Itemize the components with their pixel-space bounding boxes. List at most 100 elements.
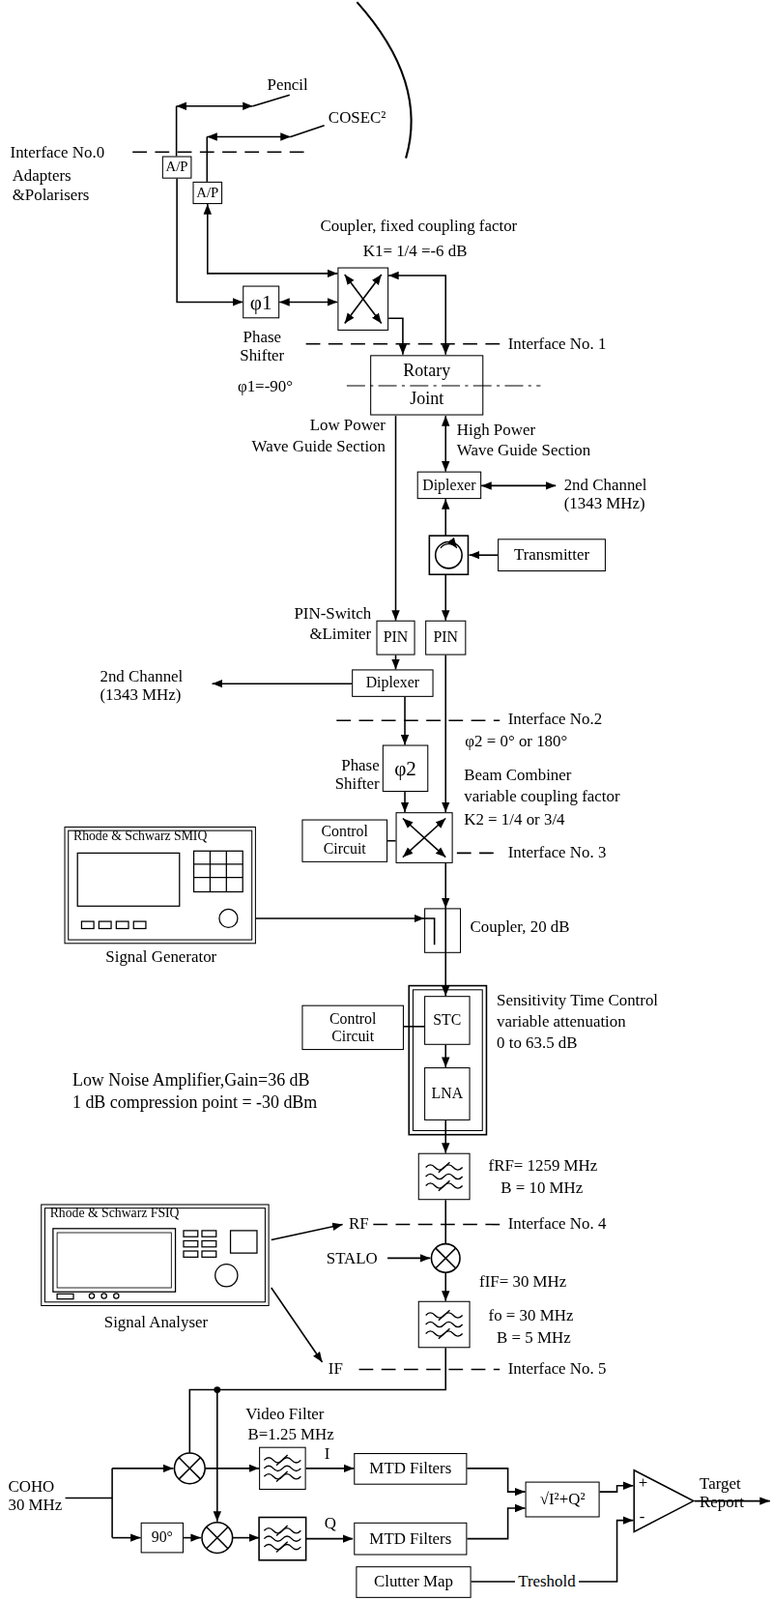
annotation-label: Wave Guide Section — [232, 436, 386, 456]
instrument-panel — [194, 876, 244, 878]
signal-arrow — [232, 1536, 259, 1539]
node-text: Diplexer — [422, 476, 476, 494]
node-text: K2 = 1/4 or 3/4 — [463, 809, 628, 829]
instrument-panel — [81, 920, 94, 928]
filter-symbol — [438, 1309, 451, 1320]
signal-line — [395, 655, 398, 670]
mixer-symbol — [435, 1247, 457, 1268]
signal-arrow — [214, 1386, 220, 1392]
annotation-label: Interface No. 3 — [508, 842, 641, 861]
text-holder: STC — [425, 996, 469, 1044]
signal-line — [388, 317, 403, 354]
circulator-symbol — [428, 535, 468, 574]
signal-arrow — [111, 1467, 114, 1538]
text-holder: PIN — [377, 621, 415, 655]
signal-line — [444, 1044, 447, 1067]
annotation-label: Interface No. 5 — [508, 1358, 641, 1377]
circulator-symbol — [435, 541, 462, 568]
node-text: K1= 1/4 =-6 dB — [363, 241, 527, 260]
signal-line — [387, 839, 396, 842]
antenna-reflector — [290, 125, 325, 138]
annotation-label: Interface No.0 — [10, 142, 132, 162]
antenna-reflector — [253, 94, 290, 107]
interface-line — [306, 343, 501, 345]
pin-switch: PIN — [375, 620, 415, 656]
filter-symbol — [438, 1161, 451, 1173]
mixer-symbol — [206, 1526, 229, 1548]
text-holder: Control Circuit — [302, 1005, 402, 1049]
antenna-reflector — [176, 1, 412, 182]
text-holder: PIN — [426, 621, 465, 655]
signal-line — [403, 791, 406, 812]
node-text: Rhode & Schwarz FSIQ — [50, 1205, 255, 1222]
instrument-panel — [98, 920, 112, 928]
pin-switch: PIN — [425, 620, 466, 656]
node-text: A/P — [196, 184, 219, 201]
signal-line — [279, 301, 338, 304]
instrument-panel — [44, 1207, 265, 1302]
directional-coupler: Coupler, 20 dB — [424, 907, 461, 952]
annotation-label: COSEC² — [328, 108, 410, 127]
node-text: Rhode & Schwarz SMIQ — [73, 828, 253, 844]
instrument-panel — [101, 1292, 107, 1298]
coupler-symbol — [344, 274, 382, 324]
text-holder: Diplexer — [352, 669, 432, 695]
annotation-label: Interface No. 1 — [508, 334, 641, 353]
coupler-symbol — [402, 817, 446, 857]
filter-symbol — [276, 1454, 288, 1465]
instrument-panel — [194, 862, 244, 864]
directional-coupler: Coupler, fixed coupling factorK1= 1/4 =-… — [337, 267, 389, 331]
instrument-panel — [201, 1250, 217, 1257]
antenna-reflector — [206, 136, 291, 139]
amplifier-housing — [408, 985, 487, 1135]
signal-line — [306, 1466, 355, 1469]
instrument-panel — [201, 1229, 217, 1236]
transmitter-box: Transmitter — [497, 538, 606, 572]
node-text: Phase Shifter — [226, 327, 298, 366]
signal-line — [444, 862, 447, 908]
signal-arrow — [112, 1466, 173, 1469]
text-holder: φ2 — [383, 745, 428, 791]
interface-line — [372, 1223, 500, 1226]
node-text: Beam Combiner — [463, 766, 648, 785]
signal-line — [444, 655, 447, 813]
node-text: LNA — [431, 1084, 464, 1102]
instrument-panel — [88, 1292, 94, 1298]
phase-shifter: φ1Phase Shifterφ1=-90° — [242, 285, 280, 319]
signal-line — [388, 275, 446, 355]
clutter-map-box: Clutter Map — [355, 1565, 471, 1598]
comparator-outline — [633, 1469, 693, 1532]
annotation-label: Pencil — [267, 75, 329, 94]
bandpass-filter: fo = 30 MHzB = 5 MHz — [418, 1300, 471, 1348]
annotation-label: STALO — [326, 1248, 388, 1267]
node-text: φ2 — [394, 756, 417, 780]
signal-line — [466, 1507, 525, 1539]
annotation-label: 2nd Channel (1343 MHz) — [564, 475, 667, 514]
annotation-label: RF — [348, 1213, 375, 1232]
coupler-symbol — [444, 907, 447, 952]
signal-line — [189, 1346, 446, 1468]
instrument-panel — [201, 1239, 217, 1246]
control-box: Control Circuit — [301, 819, 388, 862]
annotation-label: COHO 30 MHz — [7, 1476, 65, 1515]
node-text: √I²+Q² — [540, 1488, 586, 1508]
annotation-label: Target Report — [699, 1473, 763, 1512]
signal-line — [395, 415, 398, 621]
annotation-label: Adapters — [12, 166, 115, 185]
node-text: Coupler, fixed coupling factor — [319, 216, 627, 235]
node-text: Rotary Joint — [395, 357, 458, 413]
coupler-symbol — [344, 274, 382, 324]
stc-box: STCSensitivity Time Controlvariable atte… — [424, 995, 470, 1045]
node-text: variable attenuation — [496, 1011, 732, 1030]
instrument-panel — [53, 1228, 176, 1291]
node-text: Video Filter — [245, 1403, 378, 1423]
mixer-symbol — [435, 1247, 457, 1268]
text-holder: Control Circuit — [302, 820, 387, 861]
filter-symbol — [258, 1515, 307, 1559]
interface-line — [336, 718, 500, 721]
instrument-panel — [57, 1292, 74, 1298]
filter-symbol — [276, 1524, 288, 1536]
comparator-triangle: +- — [632, 1468, 694, 1532]
signal-arrow — [481, 485, 556, 487]
